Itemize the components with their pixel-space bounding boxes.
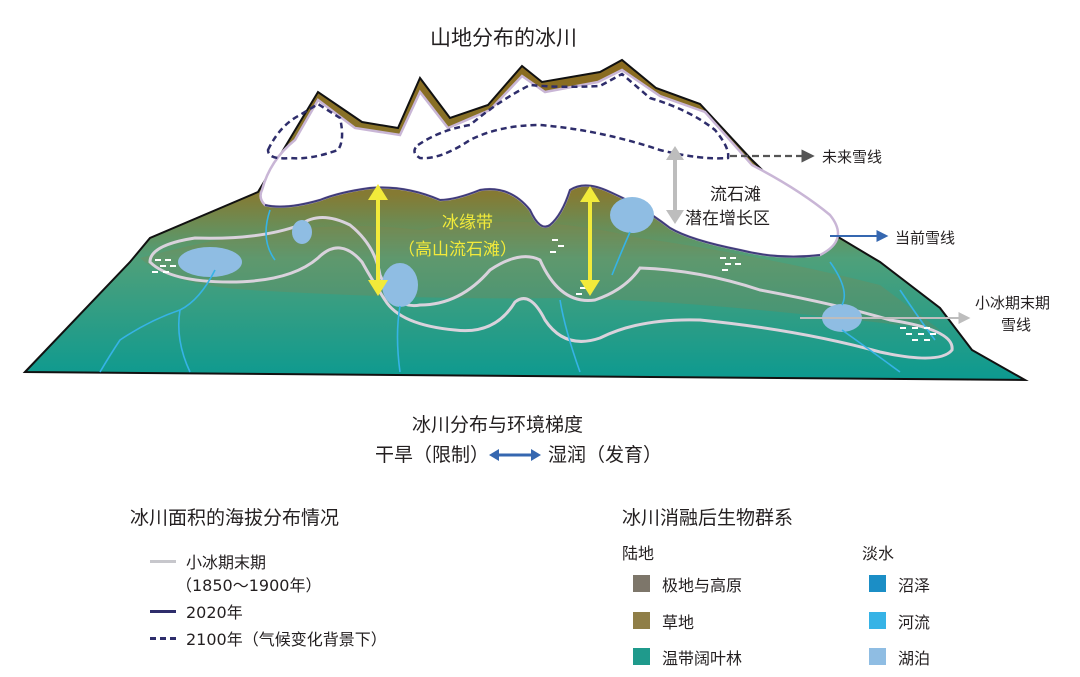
double-arrow-icon [489,449,541,461]
scree-label-line2: 潜在增长区 [685,209,770,229]
lake [610,197,654,233]
lia-glacier-extent [148,216,954,360]
forefield-label-line1: 冰缘带 [442,213,493,233]
scree-label-line1: 流石滩 [710,185,761,205]
swatch-polar-plateau [633,575,650,592]
biome-legend-title: 冰川消融后生物群系 [622,507,794,529]
yellow-arrows [368,184,600,296]
legend-lia-label: 小冰期末期 [186,553,267,572]
current-snowline-label: 当前雪线 [895,229,956,247]
mountain-body [22,58,1029,382]
gradient-left-label: 干旱（限制） [375,444,490,466]
diagram-title: 山地分布的冰川 [430,26,577,50]
lake [178,247,242,277]
legend-2020-label: 2020年 [186,603,243,622]
rivers [99,209,936,373]
mountain-glacier-diagram [22,58,1029,382]
land-heading: 陆地 [622,544,655,563]
lake [292,220,312,244]
freshwater-item-marsh: 沼泽 [898,576,931,595]
land-item-polar-plateau: 极地与高原 [662,576,743,595]
freshwater-heading: 淡水 [862,544,895,563]
freshwater-item-lake: 湖泊 [898,649,931,668]
land-item-broadleaf-forest: 温带阔叶林 [662,649,743,668]
swatch-river [869,612,886,629]
swatch-broadleaf-forest [633,648,650,665]
swatch-grassland [633,612,650,629]
forefield-label-line2: （高山流石滩） [398,240,517,260]
grey-arrow [666,146,684,224]
swatch-marsh [869,575,886,592]
gradient-right-label: 湿润（发育） [548,444,663,466]
gradient-title: 冰川分布与环境梯度 [412,414,584,436]
legend-line-2100 [150,637,176,640]
swatch-lake [869,648,886,665]
future-snowline-label: 未来雪线 [822,148,883,166]
lia-snowline-label-line2: 雪线 [1001,316,1032,334]
area-legend-title: 冰川面积的海拔分布情况 [130,507,340,529]
current-glacier-lower-edge [264,184,821,258]
legend-line-2020 [150,610,176,613]
freshwater-item-river: 河流 [898,613,931,632]
legend-2100-label: 2100年（气候变化背景下） [186,630,387,649]
legend-lia-sublabel: （1850～1900年） [176,576,322,595]
glacier-2100-dashed-main [413,72,730,160]
lake [382,263,418,307]
legend-line-lia [150,560,176,563]
lia-snowline-label-line1: 小冰期末期 [975,294,1051,312]
land-item-grassland: 草地 [662,613,695,632]
